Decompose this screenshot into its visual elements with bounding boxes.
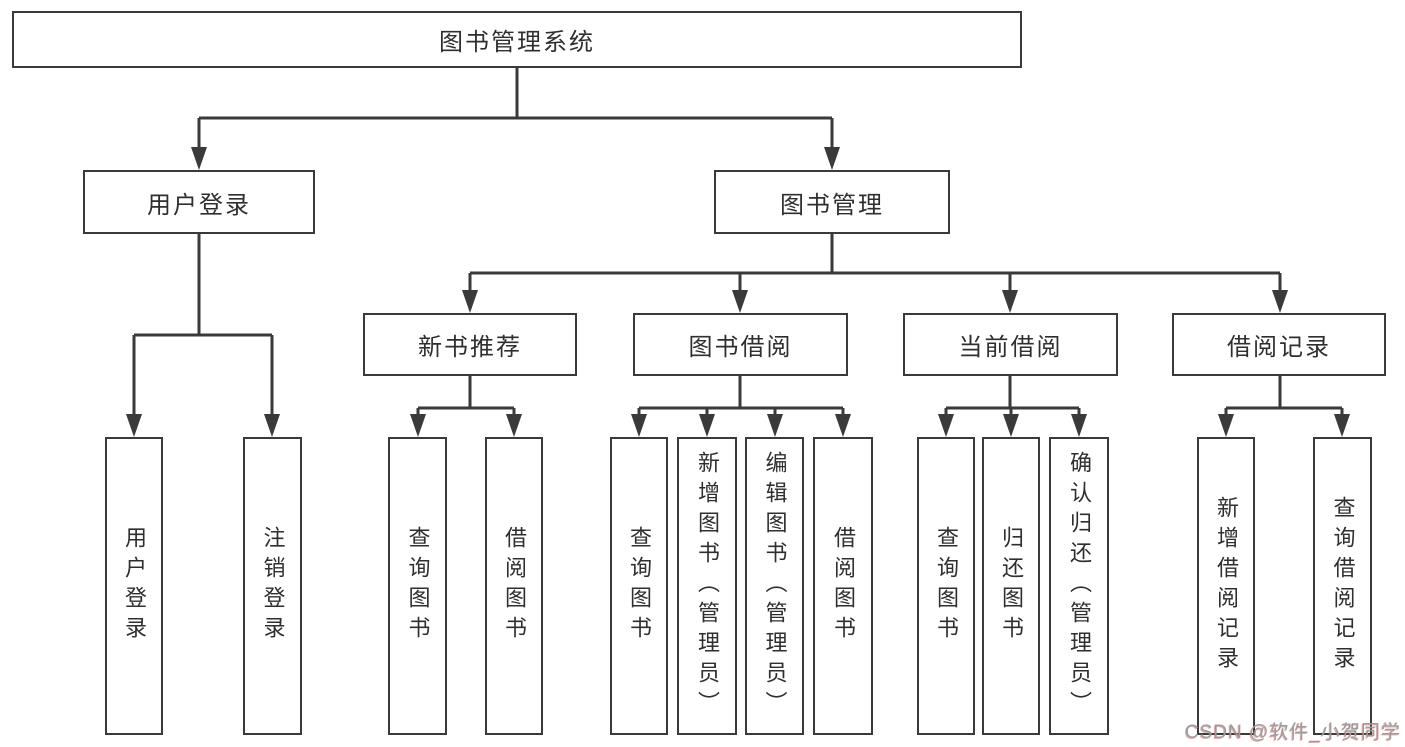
- leaf-recommend-borrow-book: 借阅图书: [485, 437, 543, 735]
- node-book-management: 图书管理: [714, 170, 950, 234]
- node-book-borrow: 图书借阅: [633, 313, 848, 376]
- leaf-add-borrow-record: 新增借阅记录: [1197, 437, 1255, 735]
- node-new-book-recommend: 新书推荐: [363, 313, 577, 376]
- leaf-logout: 注销登录: [243, 437, 302, 735]
- leaf-borrow-book: 借阅图书: [813, 437, 873, 735]
- leaf-edit-book-admin: 编辑图书（管理员）: [745, 437, 804, 735]
- node-current-borrow: 当前借阅: [903, 313, 1118, 376]
- leaf-add-book-admin: 新增图书（管理员）: [677, 437, 737, 735]
- node-library-system: 图书管理系统: [12, 11, 1022, 68]
- leaf-return-book: 归还图书: [982, 437, 1040, 735]
- node-borrow-records: 借阅记录: [1172, 313, 1386, 376]
- leaf-current-query-book: 查询图书: [917, 437, 975, 735]
- csdn-watermark: CSDN @软件_小贺同学: [1185, 722, 1401, 743]
- leaf-query-borrow-record: 查询借阅记录: [1313, 437, 1372, 735]
- leaf-recommend-query-book: 查询图书: [388, 437, 447, 735]
- leaf-confirm-return-admin: 确认归还（管理员）: [1049, 437, 1109, 735]
- leaf-user-login: 用户登录: [105, 437, 163, 735]
- node-user-login: 用户登录: [83, 170, 315, 234]
- leaf-borrow-query-book: 查询图书: [610, 437, 668, 735]
- arrowheads: [126, 147, 1350, 437]
